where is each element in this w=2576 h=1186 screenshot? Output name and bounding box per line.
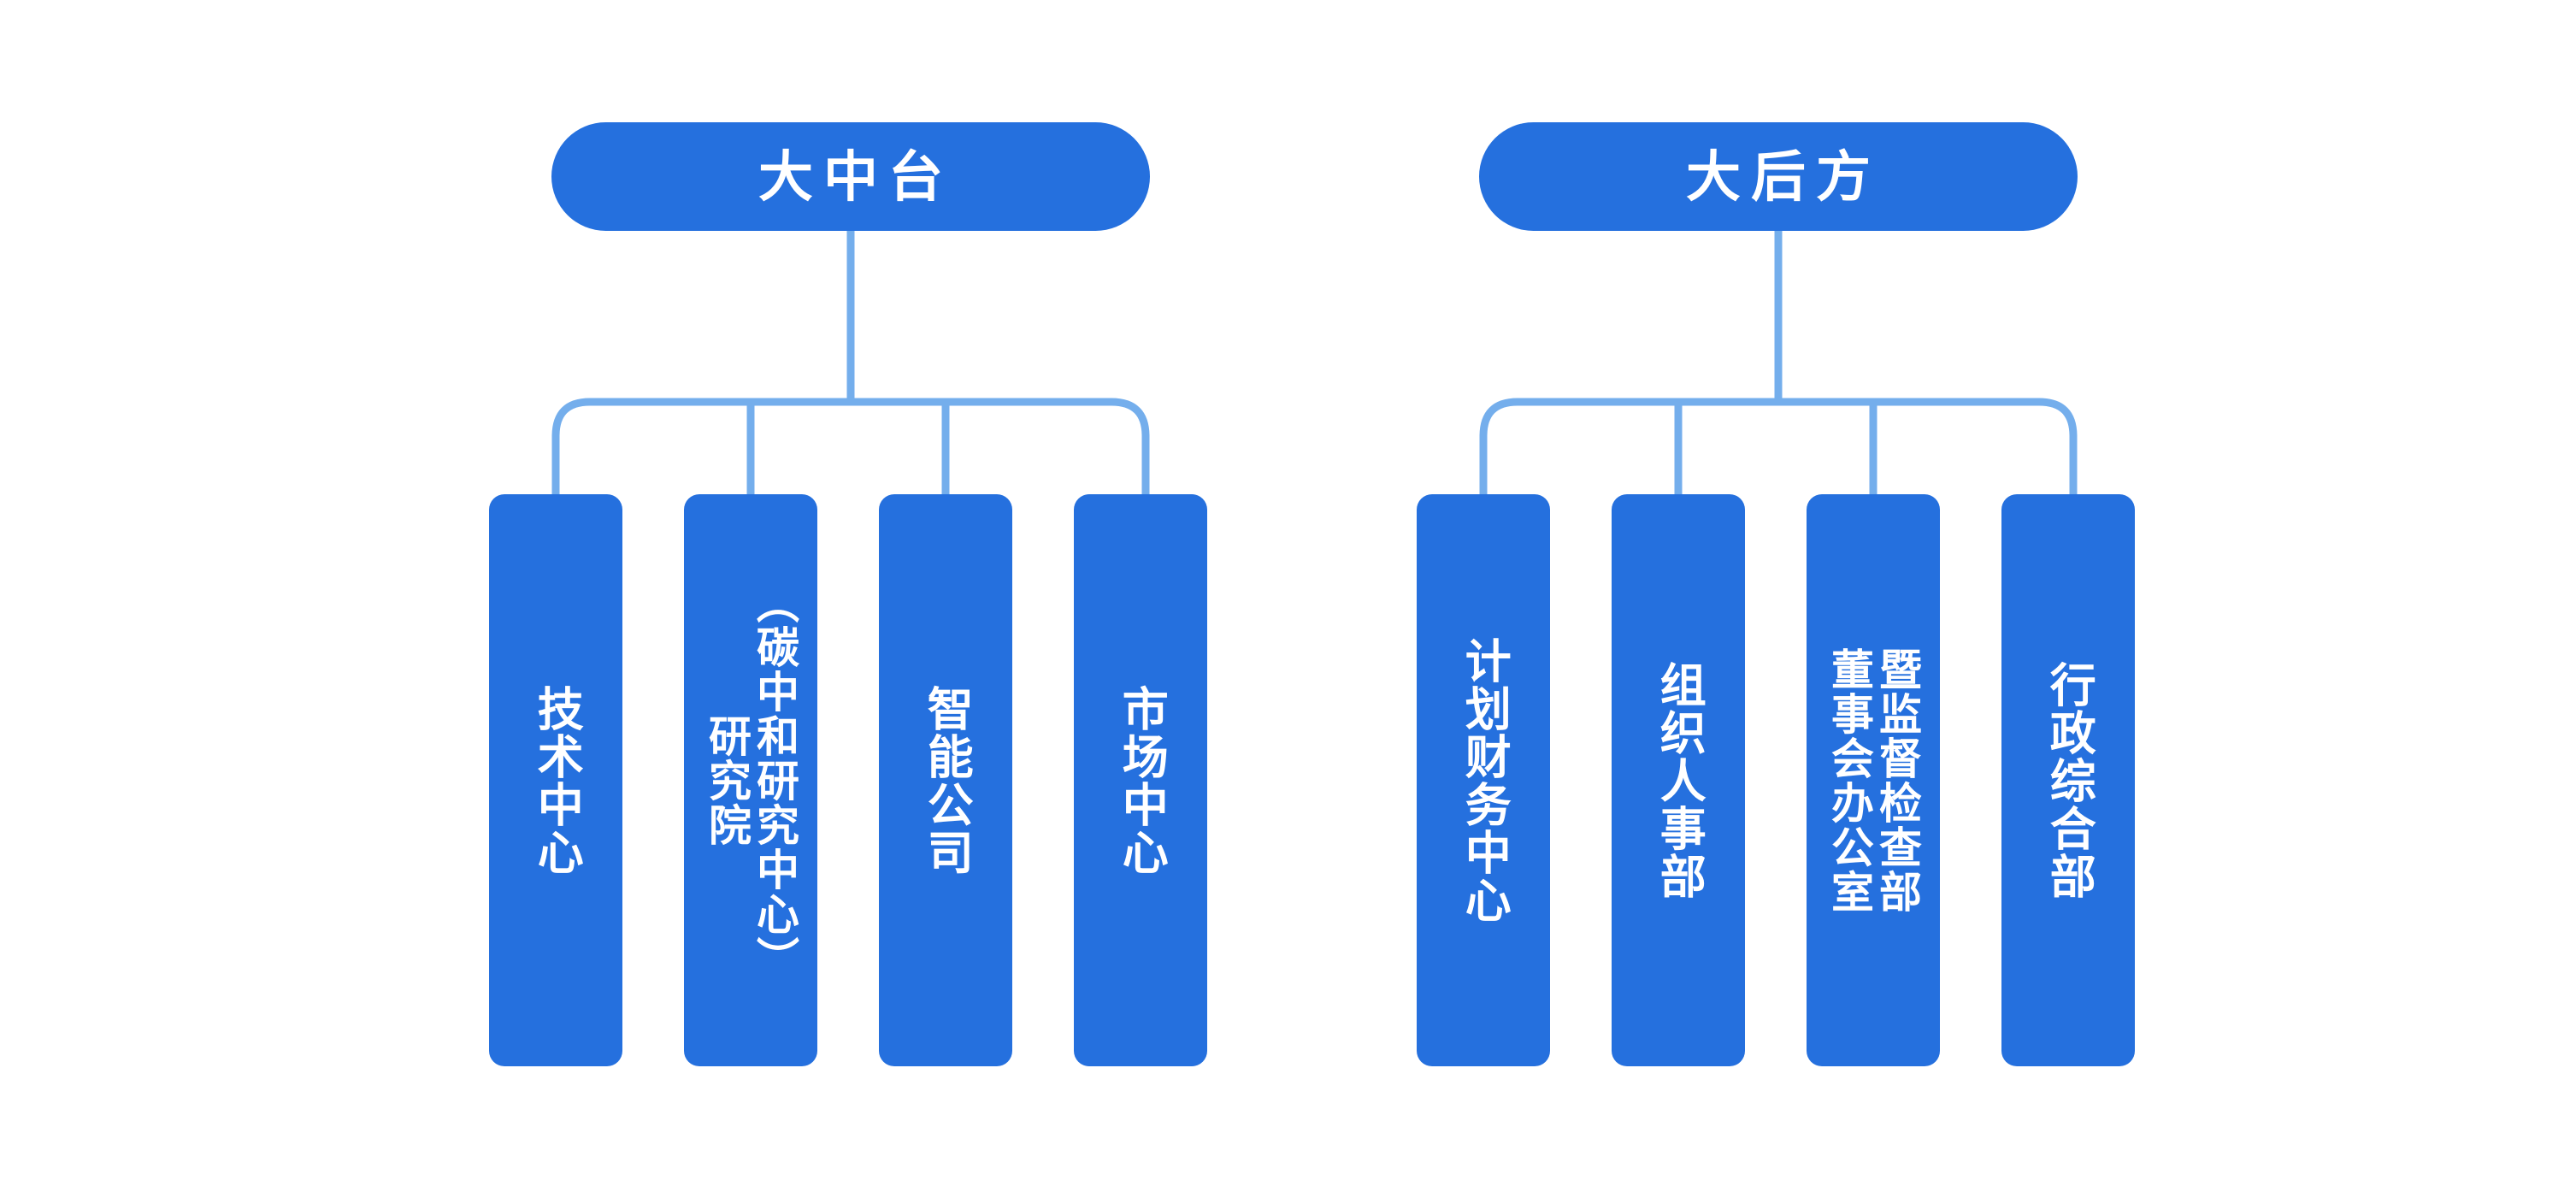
unit-box-admin-general-dept[interactable]: 行政综合部 <box>2001 494 2135 1066</box>
unit-label-column: 智能公司 <box>920 684 972 876</box>
unit-box-research-institute[interactable]: （碳中和研究中心） 研究院 <box>684 494 817 1066</box>
unit-box-market-center[interactable]: 市场中心 <box>1074 494 1207 1066</box>
unit-label-column: 市场中心 <box>1115 684 1167 876</box>
group-header-back-office[interactable]: 大后方 <box>1479 122 2078 231</box>
unit-box-planning-finance-center[interactable]: 计划财务中心 <box>1417 494 1550 1066</box>
unit-label-column: 技术中心 <box>530 684 582 876</box>
unit-label-column: 计划财务中心 <box>1458 636 1510 924</box>
unit-label-column: （碳中和研究中心） <box>751 580 799 981</box>
unit-box-tech-center[interactable]: 技术中心 <box>489 494 622 1066</box>
unit-box-board-office-supervision[interactable]: 暨监督检查部 董事会办公室 <box>1807 494 1940 1066</box>
unit-box-org-personnel-dept[interactable]: 组织人事部 <box>1612 494 1745 1066</box>
unit-box-intelligent-company[interactable]: 智能公司 <box>879 494 1012 1066</box>
unit-label-column: 研究院 <box>703 713 751 847</box>
connector-bus-left <box>551 398 1150 494</box>
group-header-label: 大后方 <box>1686 145 1881 208</box>
connector-bus-right <box>1479 398 2078 494</box>
unit-label-column: 组织人事部 <box>1653 660 1705 900</box>
unit-label-column: 行政综合部 <box>2043 660 2095 900</box>
unit-label-column: 董事会办公室 <box>1825 646 1873 914</box>
unit-label-column: 暨监督检查部 <box>1873 646 1921 914</box>
group-header-label: 大中台 <box>758 145 953 208</box>
group-header-mid-platform[interactable]: 大中台 <box>551 122 1150 231</box>
